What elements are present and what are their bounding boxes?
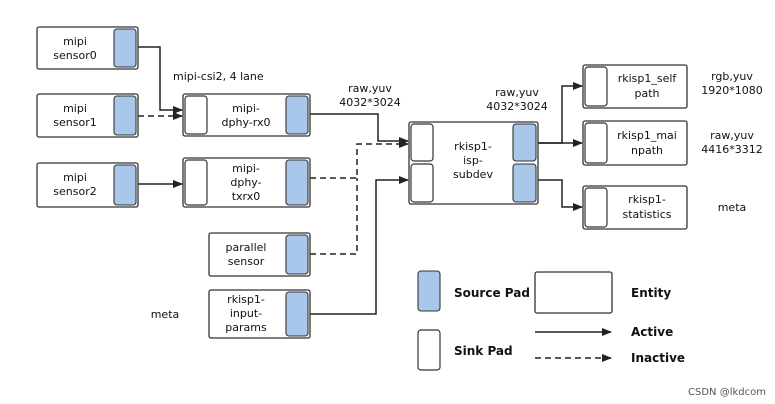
link-rx0-to-isp (310, 113, 409, 145)
link-parallel-to-isp (310, 178, 358, 255)
entity-label: rkisp1_mai (617, 129, 677, 142)
isp-resolution-label: 4032*3024 (486, 100, 548, 113)
entity-mipi-sensor0: mipi sensor0 (36, 26, 139, 70)
source-pad (285, 95, 309, 135)
rx0-format-label: raw,yuv (348, 82, 392, 95)
entity-mipi-dphy-rx0: mipi- dphy-rx0 (182, 93, 311, 137)
legend-source-pad-label: Source Pad (454, 286, 530, 300)
entity-label: sensor0 (53, 49, 96, 62)
rx0-resolution-label: 4032*3024 (339, 96, 401, 109)
isp-format-label: raw,yuv (495, 86, 539, 99)
entity-label: input- (230, 307, 262, 320)
legend-entity-swatch (534, 271, 613, 314)
entity-parallel-sensor: parallel sensor (208, 232, 311, 277)
mainpath-format-label: raw,yuv (710, 129, 754, 142)
selfpath-resolution-label: 1920*1080 (701, 84, 763, 97)
source-pad (285, 234, 309, 275)
entity-label: path (634, 87, 659, 100)
legend-sink-pad-swatch (417, 329, 441, 371)
source-pad (285, 291, 309, 337)
entity-label: txrx0 (232, 190, 261, 203)
link-sensor0-to-rx0 (138, 46, 183, 114)
entity-mipi-sensor1: mipi sensor1 (36, 93, 139, 138)
entity-rkisp1-selfpath: rkisp1_self path (582, 64, 688, 109)
sink-pad (184, 95, 208, 135)
params-format-label: meta (151, 308, 180, 321)
entity-label: rkisp1- (454, 140, 492, 153)
sink-pad (584, 187, 608, 228)
link-isp-to-selfpath (538, 82, 583, 144)
entity-rkisp1-statistics: rkisp1- statistics (582, 185, 688, 230)
legend-sink-pad-label: Sink Pad (454, 344, 513, 358)
source-pad (512, 123, 537, 162)
legend-source-pad-swatch (417, 270, 441, 312)
entity-label: dphy-rx0 (222, 116, 271, 129)
selfpath-format-label: rgb,yuv (711, 70, 753, 83)
legend: Source Pad Sink Pad Entity Active Inacti… (417, 270, 685, 371)
entity-label: params (225, 321, 267, 334)
entity-label: sensor1 (53, 116, 96, 129)
legend-inactive-label: Inactive (631, 351, 685, 365)
link-isp-to-statistics (538, 179, 583, 211)
link-txrx0-to-isp (310, 140, 409, 179)
source-pad (113, 95, 137, 136)
entity-label: sensor2 (53, 185, 96, 198)
entity-label: parallel (226, 241, 267, 254)
entity-label: statistics (622, 208, 671, 221)
entity-rkisp1-isp-subdev: rkisp1- isp- subdev (408, 121, 539, 205)
entity-label: rkisp1_self (618, 72, 678, 85)
legend-entity-label: Entity (631, 286, 671, 300)
entity-label: mipi- (232, 162, 260, 175)
source-pad (512, 163, 537, 203)
entity-mipi-sensor2: mipi sensor2 (36, 162, 139, 208)
entity-mipi-dphy-txrx0: mipi- dphy- txrx0 (182, 157, 311, 208)
entity-label: isp- (463, 154, 483, 167)
entity-label: npath (631, 144, 663, 157)
legend-active-label: Active (631, 325, 673, 339)
statistics-format-label: meta (718, 201, 747, 214)
entity-label: mipi (63, 102, 87, 115)
entity-rkisp1-mainpath: rkisp1_mai npath (582, 120, 688, 166)
entity-label: mipi- (232, 102, 260, 115)
entity-label: mipi (63, 171, 87, 184)
mainpath-resolution-label: 4416*3312 (701, 143, 763, 156)
links (138, 46, 583, 315)
watermark: CSDN @lkdcom (688, 387, 766, 398)
link-params-to-isp (310, 176, 409, 315)
sink-pad (584, 122, 608, 164)
source-pad (113, 28, 137, 68)
entity-label: dphy- (230, 176, 261, 189)
entity-label: sensor (228, 255, 265, 268)
sink-pad (410, 163, 434, 203)
source-pad (285, 159, 309, 206)
entity-label: rkisp1- (227, 293, 265, 306)
sink-pad (184, 159, 208, 206)
csi-lane-label: mipi-csi2, 4 lane (173, 70, 264, 83)
entity-rkisp1-input-params: rkisp1- input- params (208, 289, 311, 339)
entity-label: subdev (453, 168, 493, 181)
sink-pad (584, 66, 608, 107)
entity-label: rkisp1- (628, 193, 666, 206)
sink-pad (410, 123, 434, 162)
source-pad (113, 164, 137, 206)
entity-label: mipi (63, 35, 87, 48)
